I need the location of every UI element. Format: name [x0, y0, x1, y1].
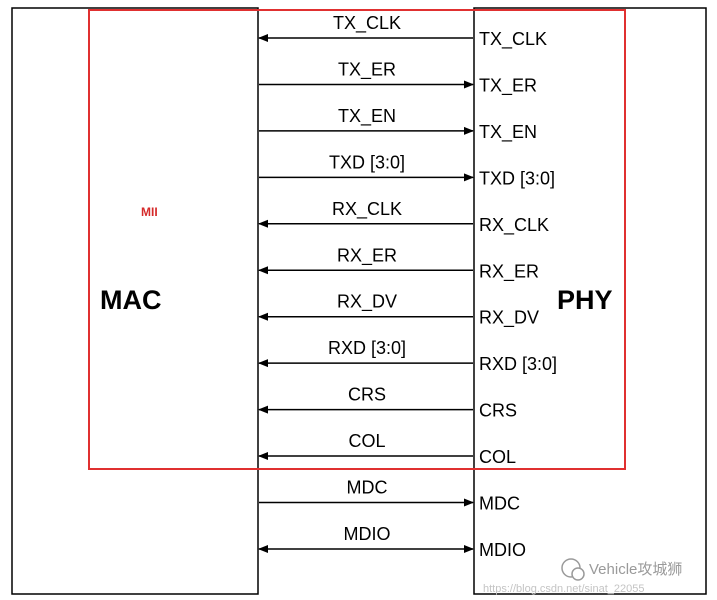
mac-label: MAC [100, 285, 162, 315]
signal-label-1: TX_ER [338, 59, 396, 80]
signal-label-4: RX_CLK [332, 199, 402, 220]
watermark: https://blog.csdn.net/sinat_22055 Vehicl… [483, 558, 682, 595]
phy-pin-label-3: TXD [3:0] [479, 168, 555, 188]
mii-label: MII [141, 205, 158, 219]
phy-pin-label-9: COL [479, 447, 516, 467]
phy-pin-label-4: RX_CLK [479, 215, 549, 236]
wechat-icon-small [571, 567, 585, 581]
signal-label-10: MDC [347, 478, 388, 498]
phy-pin-label-11: MDIO [479, 540, 526, 560]
phy-pin-label-6: RX_DV [479, 308, 539, 329]
phy-label: PHY [557, 285, 613, 315]
phy-pin-label-1: TX_ER [479, 75, 537, 96]
signal-label-5: RX_ER [337, 245, 397, 266]
phy-pin-label-8: CRS [479, 401, 517, 421]
phy-pin-label-0: TX_CLK [479, 29, 547, 50]
signal-label-7: RXD [3:0] [328, 338, 406, 358]
signal-label-3: TXD [3:0] [329, 152, 405, 172]
phy-pin-label-5: RX_ER [479, 261, 539, 282]
watermark-text: Vehicle攻城狮 [589, 561, 682, 578]
phy-block [473, 7, 707, 595]
signal-label-0: TX_CLK [333, 13, 401, 34]
phy-pin-label-10: MDC [479, 494, 520, 514]
signal-label-11: MDIO [344, 524, 391, 544]
phy-pin-label-7: RXD [3:0] [479, 354, 557, 374]
watermark-url: https://blog.csdn.net/sinat_22055 [483, 583, 644, 595]
signal-label-2: TX_EN [338, 106, 396, 127]
mac-block [11, 7, 259, 595]
signal-label-8: CRS [348, 385, 386, 405]
signal-label-9: COL [348, 431, 385, 451]
phy-pin-label-2: TX_EN [479, 122, 537, 143]
mii-frame [88, 9, 626, 470]
signal-label-6: RX_DV [337, 292, 397, 313]
signal-lines: TX_CLK TX_CLK TX_ER TX_ER TX_EN TX_EN TXD [3:0… [258, 13, 557, 560]
